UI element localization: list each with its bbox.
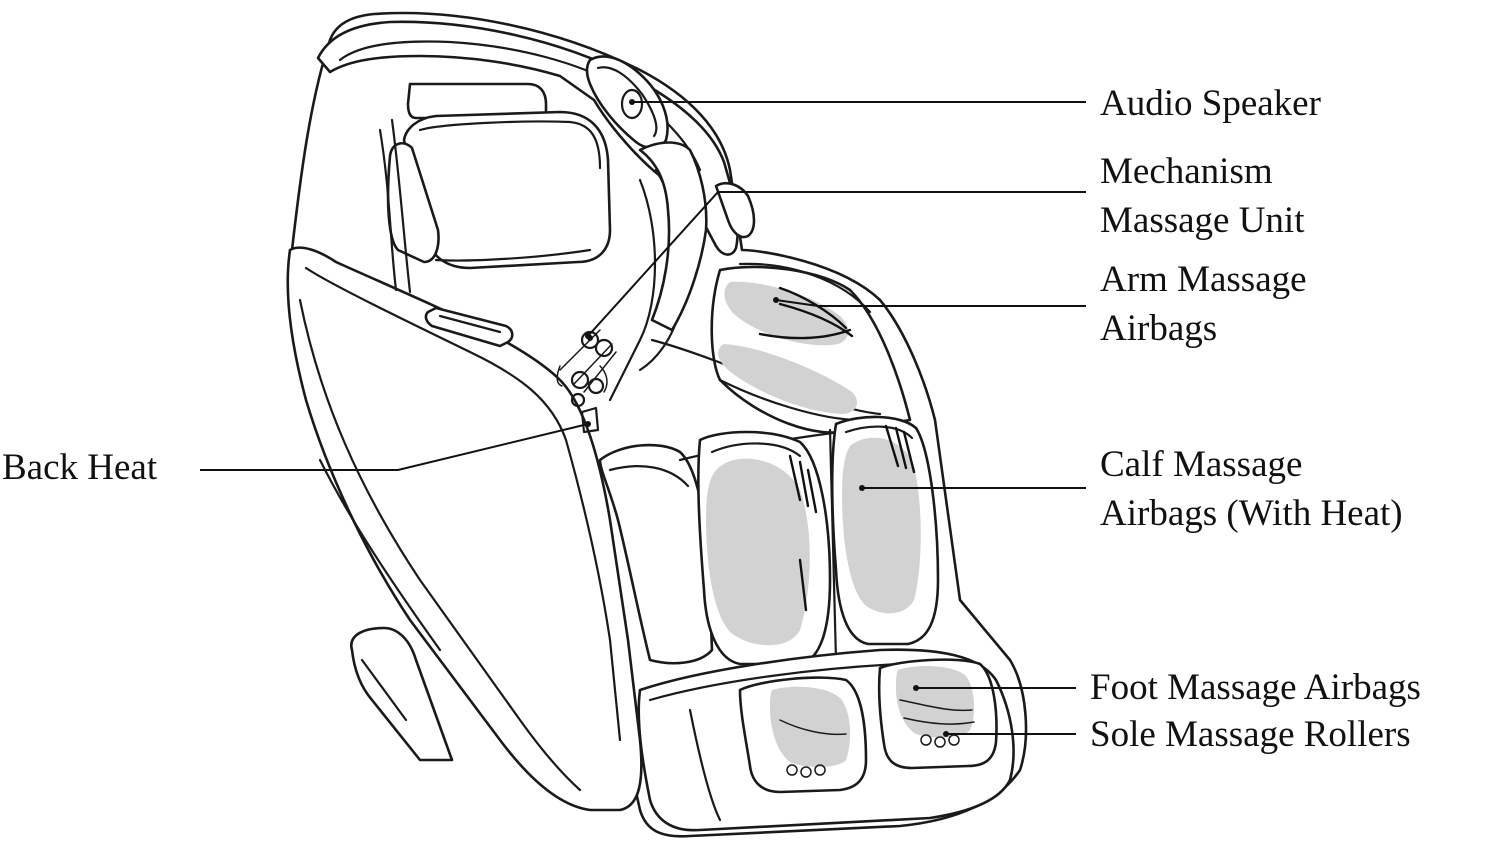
leader-lines xyxy=(200,99,1086,737)
label-mechanism-line-1: Mechanism xyxy=(1100,151,1273,192)
label-back-heat: Back Heat xyxy=(2,447,158,488)
label-foot-airbags: Foot Massage Airbags xyxy=(1090,667,1421,708)
label-sole-rollers: Sole Massage Rollers xyxy=(1090,714,1411,755)
label-back-heat-line-1: Back Heat xyxy=(2,447,158,488)
head-pillow xyxy=(386,82,612,270)
chair-hood xyxy=(316,20,739,256)
label-mechanism: Mechanism Massage Unit xyxy=(1100,151,1305,241)
leader-dot-sole xyxy=(943,731,949,737)
label-calf-airbags-line-1: Calf Massage xyxy=(1100,444,1302,485)
leader-dot-speaker xyxy=(629,99,635,105)
label-arm-airbags-line-1: Arm Massage xyxy=(1100,259,1307,300)
leader-back-heat xyxy=(200,423,589,471)
label-audio-speaker: Audio Speaker xyxy=(1100,83,1321,124)
leader-dot-foot xyxy=(913,685,919,691)
leader-mechanism xyxy=(587,191,1086,337)
leader-dot-arm xyxy=(773,297,779,303)
leader-dot-calf xyxy=(859,485,865,491)
label-audio-speaker-line-1: Audio Speaker xyxy=(1100,83,1321,124)
leader-arm-airbags xyxy=(775,299,1086,307)
label-calf-airbags-line-2: Airbags (With Heat) xyxy=(1100,493,1403,534)
label-arm-airbags: Arm Massage Airbags xyxy=(1100,259,1316,349)
label-mechanism-line-2: Massage Unit xyxy=(1100,200,1305,241)
massage-chair-illustration xyxy=(286,11,1028,838)
chair-base xyxy=(350,626,454,762)
backrest-frame xyxy=(378,118,756,402)
leader-dot-mechanism xyxy=(585,333,591,339)
calf-massage-airbags-part xyxy=(706,424,921,646)
leader-dot-back-heat xyxy=(585,421,591,427)
label-arm-airbags-line-2: Airbags xyxy=(1100,308,1217,349)
mechanism-massage-unit-part xyxy=(556,329,617,408)
sole-massage-rollers-part xyxy=(786,734,960,778)
label-sole-rollers-line-1: Sole Massage Rollers xyxy=(1090,714,1411,755)
labels: Audio Speaker Mechanism Massage Unit Arm… xyxy=(2,83,1421,755)
label-calf-airbags: Calf Massage Airbags (With Heat) xyxy=(1100,444,1403,534)
label-foot-airbags-line-1: Foot Massage Airbags xyxy=(1090,667,1421,708)
chair-side-panel xyxy=(286,246,643,812)
foot-massage-airbags-part xyxy=(770,666,975,768)
